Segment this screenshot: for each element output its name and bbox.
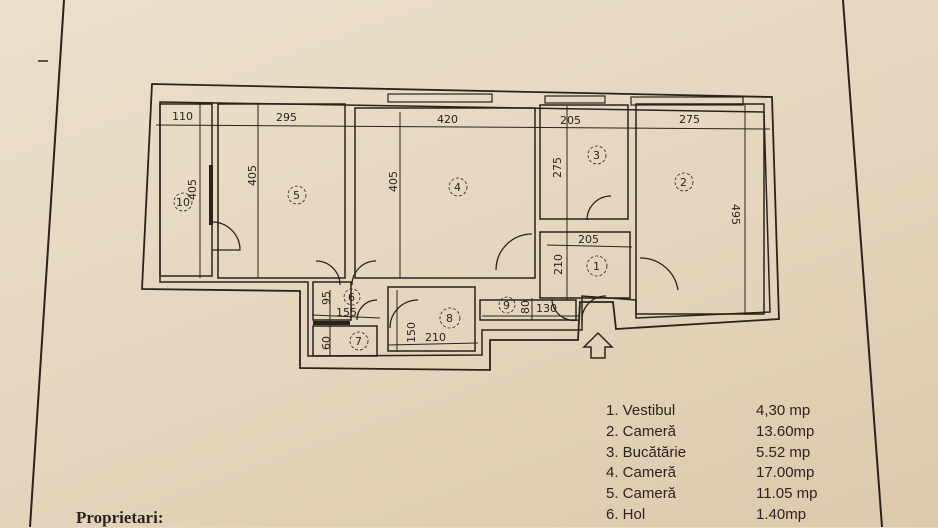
dimension-labels: 110 295 420 205 275 405 405 405 275 495 … (172, 110, 742, 350)
dim-room3-height: 275 (551, 157, 564, 178)
legend-row: 1. Vestibul 4,30 mp (606, 401, 851, 422)
legend-label: 3. Bucătărie (606, 443, 687, 461)
room-number-6: 6 (348, 291, 355, 304)
owners-heading: Proprietari: (76, 508, 164, 527)
room-number-7: 7 (355, 335, 362, 348)
legend-label: 1. Vestibul (606, 402, 676, 419)
right-margin-line (842, 0, 883, 527)
legend-row: 4. Cameră 17.00mp (606, 463, 851, 484)
dim-room2-height: 495 (729, 204, 742, 225)
outer-wall (141, 83, 780, 371)
dim-top-275: 275 (679, 113, 700, 126)
dim-room5-height: 405 (246, 165, 259, 186)
arrow-up-icon (582, 331, 614, 359)
legend-value: 5.52 mp (756, 443, 811, 461)
room-number-3: 3 (593, 149, 600, 162)
dim-hol-width: 155 (336, 306, 357, 319)
legend-value: 1.40mp (756, 505, 807, 523)
inner-wall-outline (159, 101, 771, 357)
room-number-9: 9 (503, 299, 510, 312)
legend-value: 13.60mp (756, 422, 815, 440)
legend-value: 11.05 mp (756, 485, 818, 503)
dim-vestibul-width: 205 (578, 233, 599, 246)
room-number-4: 4 (454, 181, 461, 194)
room-number-5: 5 (293, 189, 300, 202)
legend-row: 3. Bucătărie 5.52 mp (606, 443, 851, 464)
room-7 (312, 325, 378, 357)
dim-top-420: 420 (437, 113, 458, 126)
dim-room4-height: 405 (387, 171, 400, 192)
dim-room9-width: 130 (536, 302, 557, 315)
legend-label: 6. Hol (606, 505, 646, 523)
room-number-8: 8 (446, 312, 453, 325)
legend-row: 2. Cameră 13.60mp (606, 422, 851, 443)
dim-top-295: 295 (276, 111, 297, 124)
room-2 (635, 103, 765, 315)
dim-room9-height: 80 (519, 300, 532, 314)
legend-value: 4,30 mp (756, 402, 811, 419)
room-number-1: 1 (593, 260, 600, 273)
legend-value: 17.00mp (756, 464, 815, 482)
dim-room8-width: 210 (425, 331, 446, 344)
room-4 (354, 107, 536, 279)
dim-vestibul-height: 210 (552, 254, 565, 275)
dim-room8-height: 150 (405, 322, 418, 343)
room-walls (159, 103, 765, 357)
legend-label: 5. Cameră (606, 485, 677, 503)
room-3 (539, 104, 629, 220)
dim-room10-height: 405 (186, 179, 199, 200)
windows (387, 93, 744, 106)
dim-top-110: 110 (172, 110, 193, 123)
dim-room7-height: 60 (320, 336, 333, 350)
room-6 (312, 281, 352, 321)
room-1 (539, 231, 631, 299)
dim-top-205: 205 (560, 114, 581, 127)
door-swings (211, 195, 679, 329)
dimension-lines (155, 103, 771, 355)
room-5 (217, 103, 346, 279)
room-number-2: 2 (680, 176, 687, 189)
room-circles (173, 145, 694, 351)
room-8 (387, 286, 476, 352)
room-number-10: 10 (176, 196, 190, 209)
legend-label: 2. Cameră (606, 422, 677, 440)
room-number-labels: 1 2 3 4 5 6 7 8 9 10 (176, 149, 687, 348)
legend-row: 5. Cameră 11.05 mp (606, 484, 851, 505)
room-9 (479, 299, 577, 321)
left-margin-line (29, 0, 65, 527)
dim-hol-height: 95 (320, 291, 333, 305)
area-legend: 1. Vestibul 4,30 mp 2. Cameră 13.60mp 3. B… (606, 401, 851, 526)
legend-row: 6. Hol 1.40mp (606, 505, 851, 526)
legend-label: 4. Cameră (606, 464, 677, 482)
